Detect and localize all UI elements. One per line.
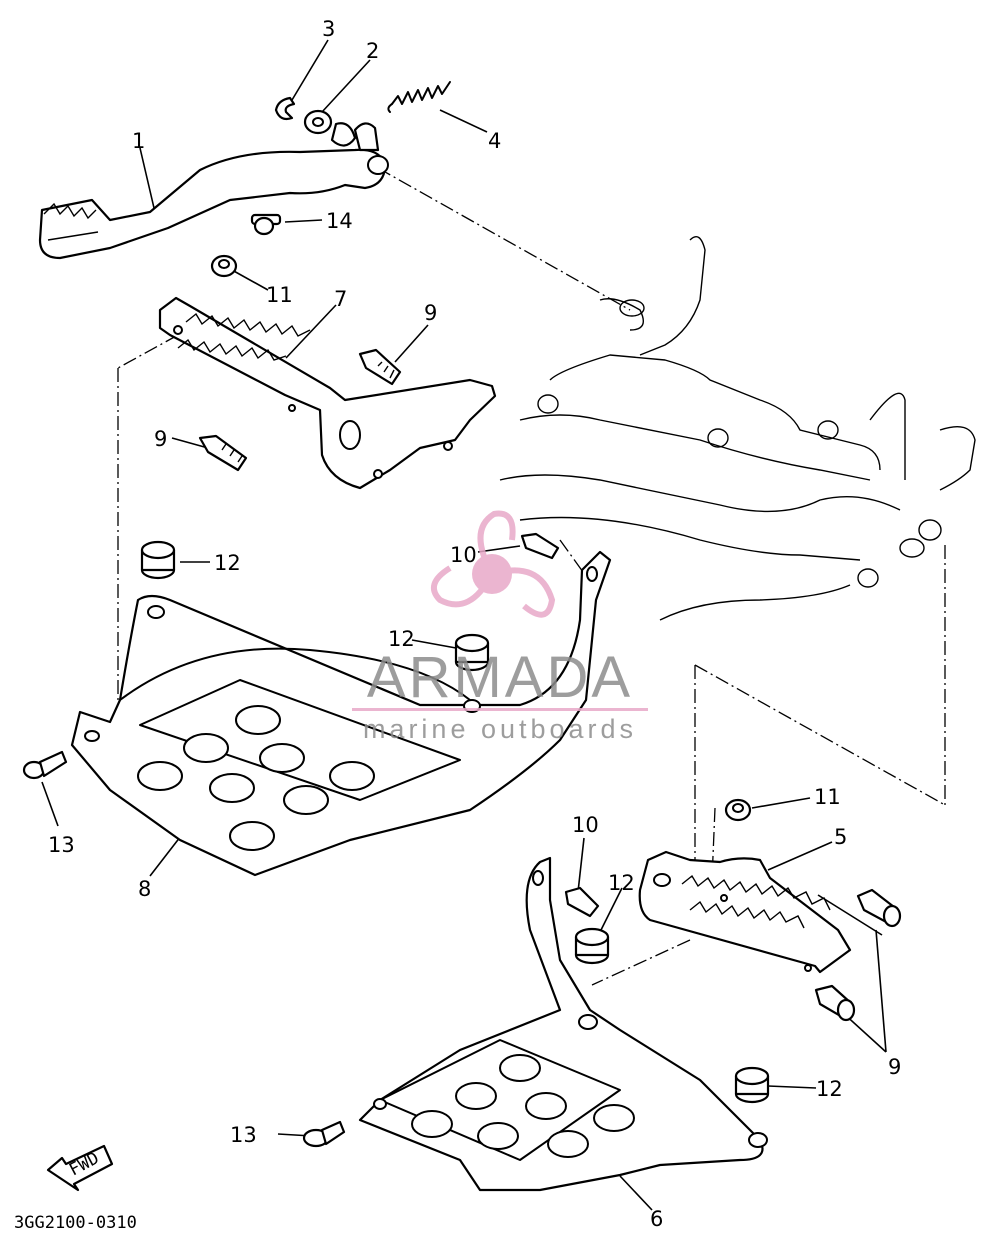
callout-13-left: 13: [48, 833, 75, 857]
clevis-pin: [250, 213, 282, 236]
armada-watermark: ARMADA marine outboards: [352, 510, 648, 744]
callout-6: 6: [650, 1207, 663, 1231]
brand-tagline: marine outboards: [363, 714, 637, 744]
callout-9-upper: 9: [424, 301, 437, 325]
footrest-plate-right: [358, 856, 768, 1192]
callout-11-lower: 11: [814, 785, 841, 809]
brand-name: ARMADA: [367, 645, 633, 710]
screw-13: [22, 750, 346, 1148]
callout-12-upper-left: 12: [214, 551, 241, 575]
callout-5: 5: [834, 825, 847, 849]
footrest-bracket-left: [158, 296, 497, 490]
drawing-code: 3GG2100-0310: [14, 1213, 137, 1233]
callout-12-upper-right: 12: [388, 627, 415, 651]
forward-direction-arrow: FWD: [46, 1144, 114, 1192]
callout-4: 4: [488, 129, 501, 153]
footrest-plate-left: [70, 550, 612, 877]
brake-pedal: [38, 122, 389, 260]
callout-10-lower: 10: [572, 813, 599, 837]
callout-2: 2: [366, 39, 379, 63]
propeller-logo-icon: [430, 510, 556, 618]
callout-9-lower: 9: [888, 1055, 901, 1079]
leader-lines: [117, 167, 946, 986]
bolt-upper: [198, 348, 402, 472]
callout-12-lower-right: 12: [816, 1077, 843, 1101]
collar-lower: [724, 798, 752, 822]
callout-10-upper: 10: [450, 543, 477, 567]
callout-8: 8: [138, 877, 151, 901]
callout-12-lower-left: 12: [608, 871, 635, 895]
callout-9-middle: 9: [154, 427, 167, 451]
callout-7: 7: [334, 287, 347, 311]
return-spring: [387, 81, 451, 113]
propeller-hub-icon: [472, 554, 512, 594]
callout-3: 3: [322, 17, 335, 41]
grommets: [140, 540, 770, 1104]
washer-and-clip: [274, 96, 333, 135]
callout-1: 1: [132, 129, 145, 153]
frame-outline: [499, 236, 976, 621]
collar-upper: [210, 254, 238, 278]
callout-11-upper: 11: [266, 283, 293, 307]
callout-14: 14: [326, 209, 353, 233]
footrest-bracket-right: [638, 850, 852, 974]
bolt-lower: [814, 888, 902, 1022]
callout-13-right: 13: [230, 1123, 257, 1147]
bolt-10: [520, 532, 600, 918]
callout-labels: 3 2 4 1 14 11 7 9 9 12 10 12 13 8 11 5 1…: [48, 17, 901, 1231]
